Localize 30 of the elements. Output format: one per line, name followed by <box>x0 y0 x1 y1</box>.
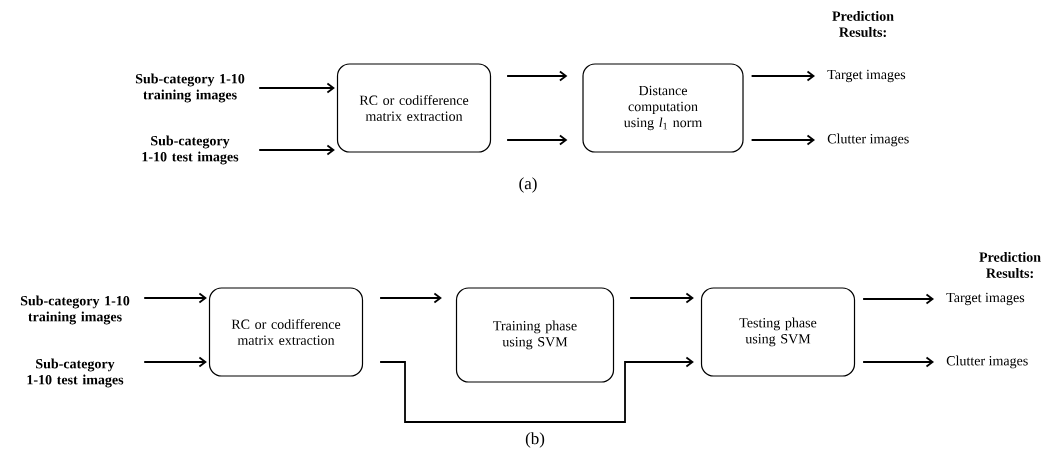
arrow <box>629 292 694 304</box>
arrow <box>506 134 568 146</box>
process-box: Distance computation using l$_{1}$ norm <box>582 63 744 153</box>
input-label: Sub-category 1-10 training images <box>135 73 245 103</box>
panel-label: (b) <box>525 432 545 448</box>
process-box: Testing phase using SVM <box>700 287 856 377</box>
arrow <box>862 293 934 305</box>
input-label: Sub-category 1-10 training images <box>20 295 130 325</box>
arrow <box>750 70 815 82</box>
arrow <box>862 356 934 368</box>
arrow <box>379 292 442 304</box>
process-box: RC or codifference matrix extraction <box>336 63 492 153</box>
arrow <box>379 356 694 423</box>
arrow <box>143 292 207 304</box>
input-label: Sub-category 1-10 test images <box>142 135 239 165</box>
output-label: Clutter images <box>946 355 1028 369</box>
arrow <box>506 70 568 82</box>
arrow <box>143 356 207 368</box>
output-label: Target images <box>946 292 1025 306</box>
arrow <box>258 82 335 94</box>
panel-label: (a) <box>519 177 537 193</box>
output-label: Clutter images <box>827 133 909 147</box>
input-label: Sub-category 1-10 test images <box>27 358 124 388</box>
arrow <box>258 144 335 156</box>
heading-label: Prediction Results: <box>832 11 894 37</box>
arrow <box>750 134 815 146</box>
heading-label: Prediction Results: <box>979 252 1041 278</box>
process-box: RC or codifference matrix extraction <box>208 287 364 377</box>
output-label: Target images <box>827 69 906 83</box>
process-box: Training phase using SVM <box>455 287 615 383</box>
